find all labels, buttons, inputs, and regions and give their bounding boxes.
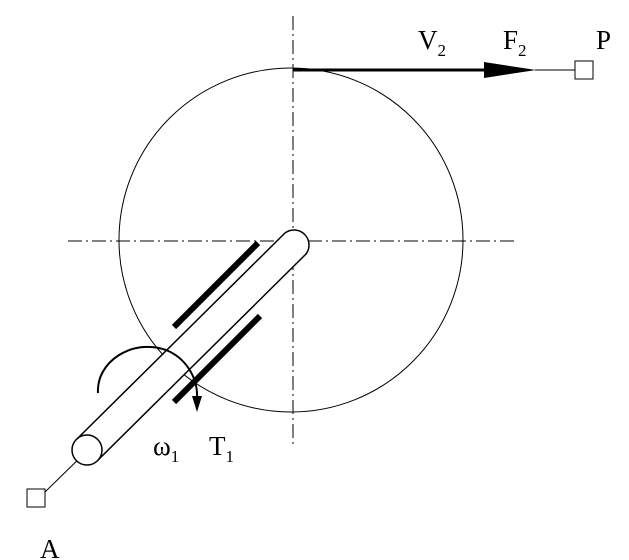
point-a-label: A	[40, 534, 60, 560]
pulley-disk	[118, 67, 464, 413]
point-p-label: P	[596, 25, 611, 55]
point-a-marker	[26, 488, 46, 508]
shaft-cylinder	[73, 229, 310, 464]
point-p-marker	[574, 60, 594, 80]
shaft-end-face	[71, 434, 103, 466]
rotation-arrow	[96, 345, 199, 399]
force-label: F2	[503, 25, 527, 60]
angular-velocity-label: ω1	[153, 431, 179, 466]
bearing-bar-lower	[171, 313, 263, 405]
rotation-arrowhead	[192, 396, 202, 412]
torque-label: T1	[209, 431, 234, 466]
bearing-bar-upper	[171, 240, 261, 330]
force-vector-arrowhead	[484, 62, 536, 78]
velocity-label: V2	[418, 25, 446, 60]
